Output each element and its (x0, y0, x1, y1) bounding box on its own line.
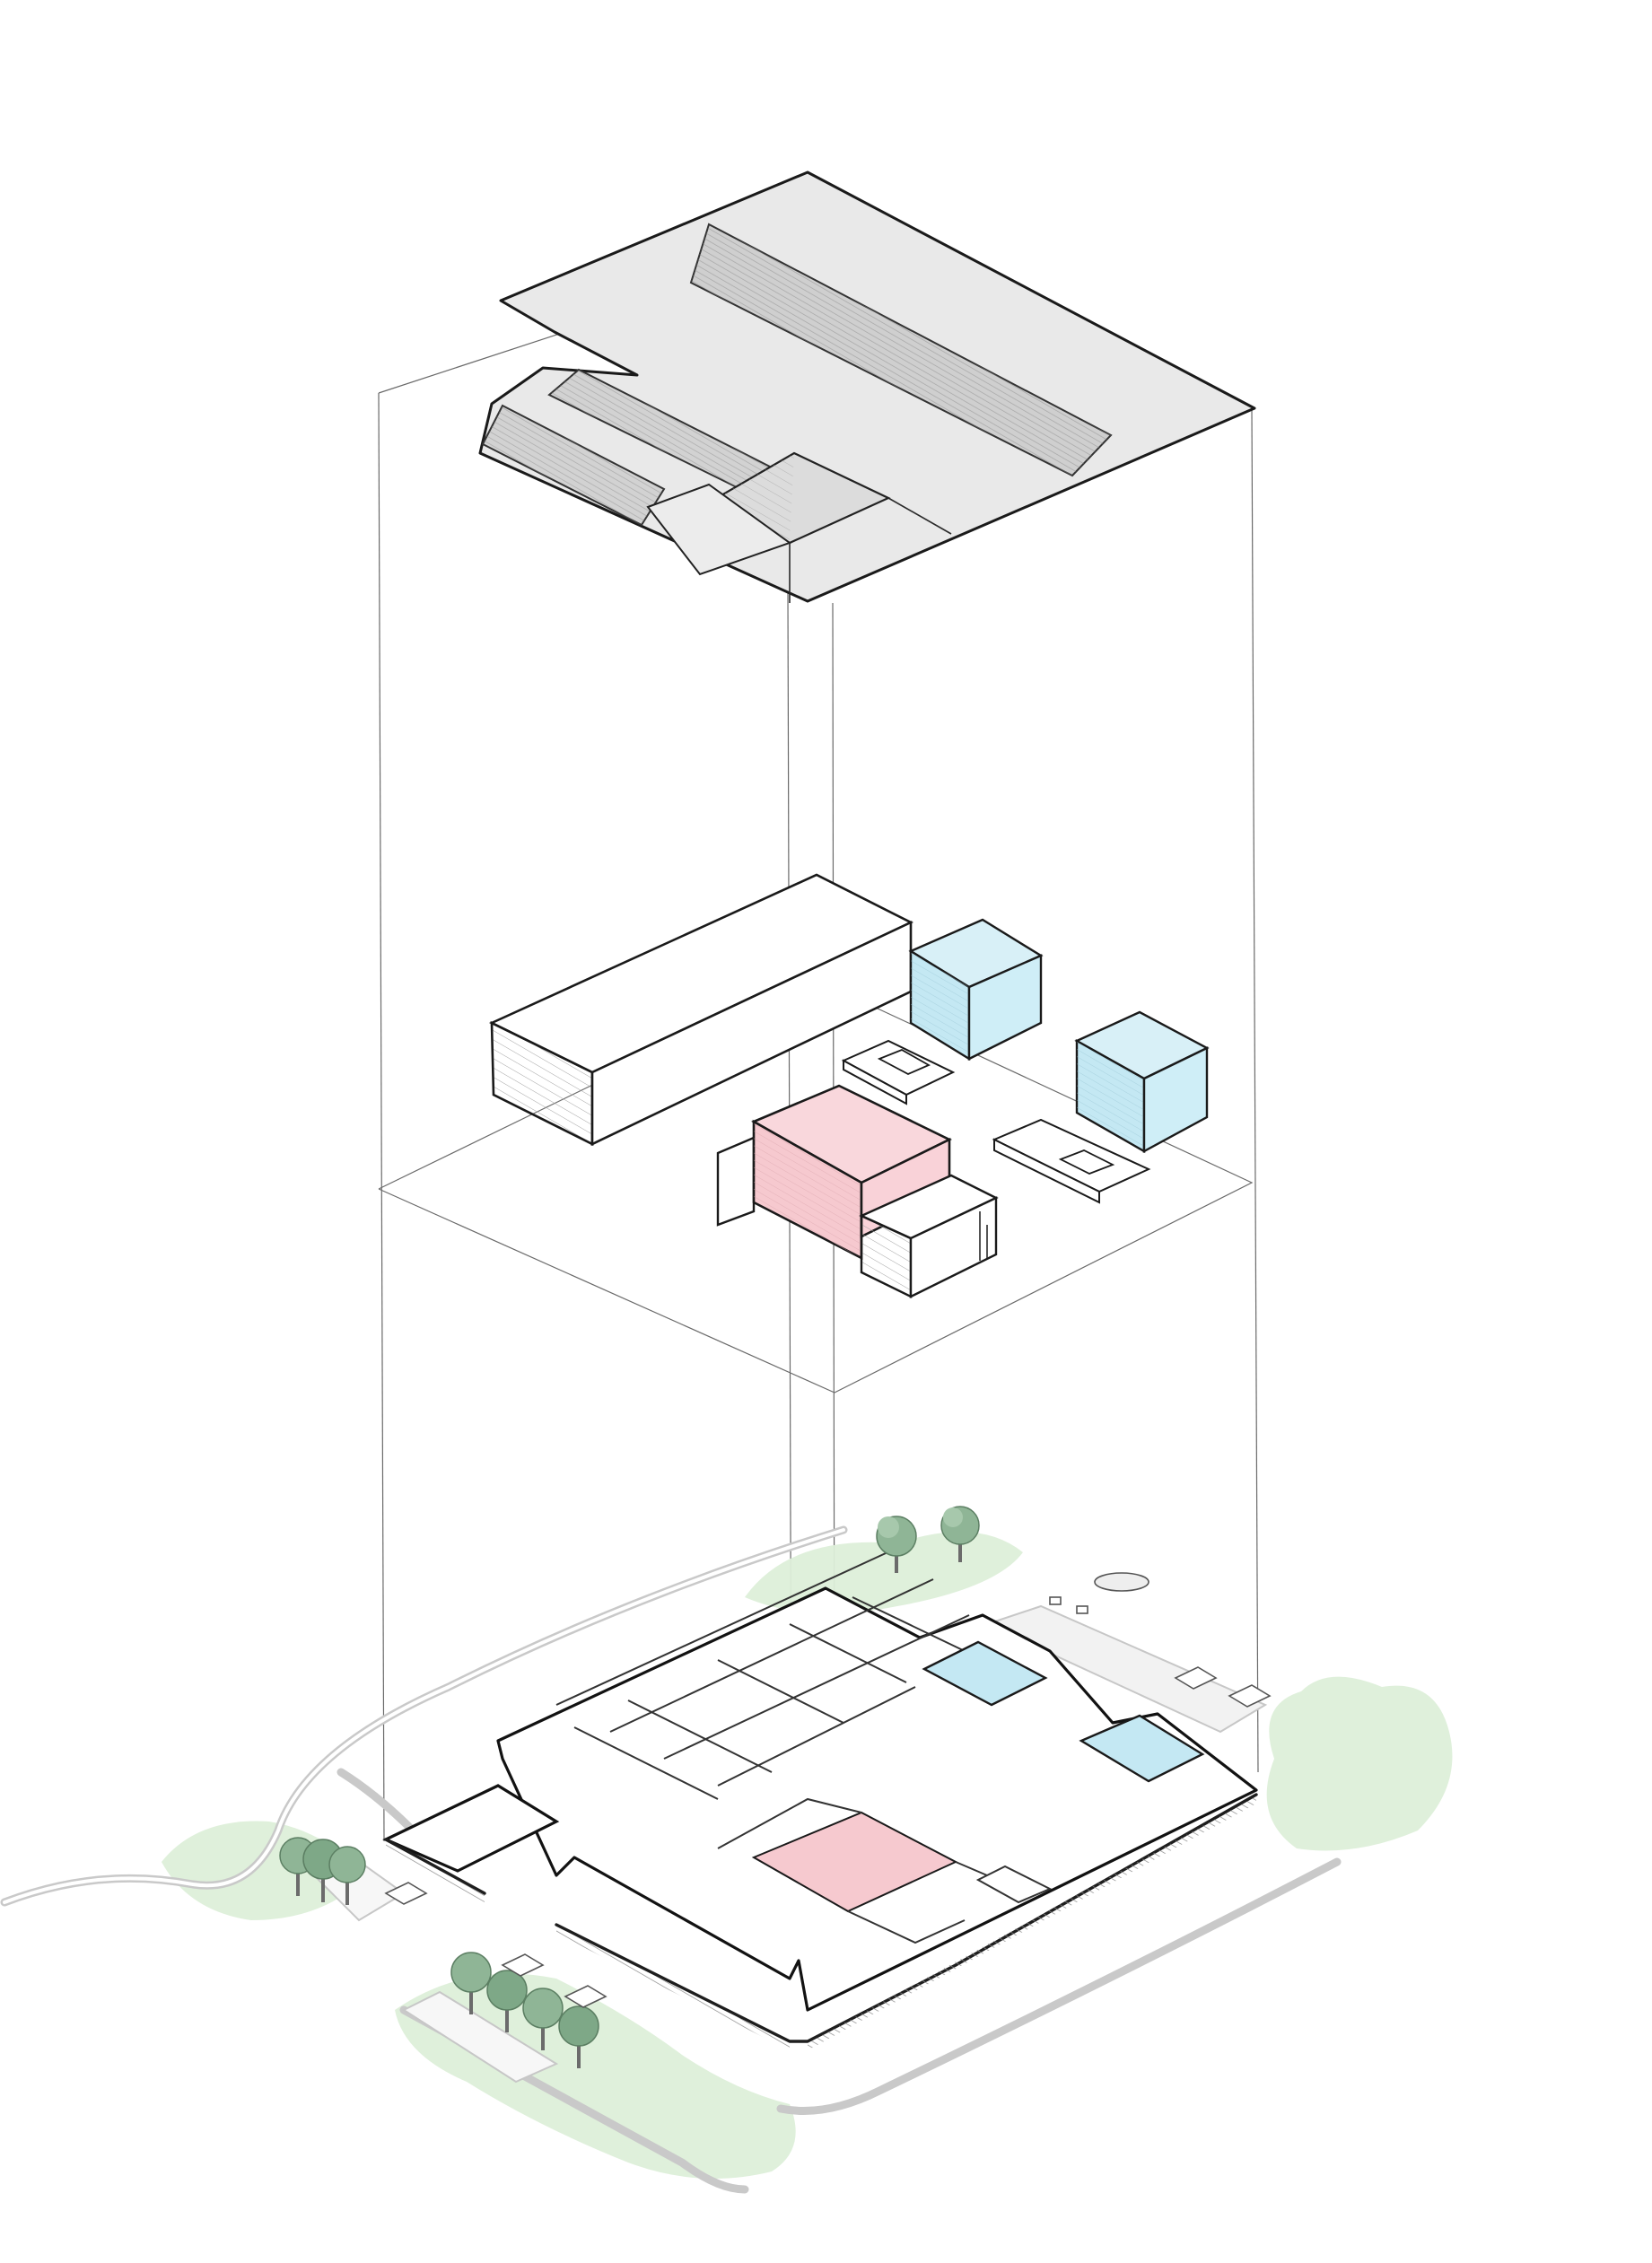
tree-icon (876, 1516, 917, 1573)
blue-cube-east (1074, 1010, 1210, 1154)
bench-icon (384, 1882, 428, 1905)
blue-pool-north (922, 1640, 1048, 1707)
bench-icon (564, 1985, 607, 2008)
tree-icon (450, 1952, 492, 2014)
roof-plate (478, 170, 1256, 603)
ground-layer (0, 1506, 1453, 2194)
car-icon (1094, 1572, 1149, 1592)
volumes-layer (488, 873, 1210, 1298)
bench-icon (1076, 1605, 1088, 1614)
room-grid (555, 1547, 970, 1800)
plinth-north (841, 1039, 956, 1105)
plaza-south (401, 1990, 559, 2084)
tree-icon (486, 1970, 528, 2032)
ground-floor-plan (382, 1547, 1258, 2050)
plinth-east (992, 1118, 1151, 1204)
blue-cube-north (908, 918, 1044, 1062)
parking-lot (984, 1604, 1268, 1734)
tree-icon (558, 2005, 599, 2068)
tree-icon (522, 1988, 564, 2050)
site-paths (0, 1525, 1342, 2194)
bench-icon (1174, 1666, 1218, 1690)
tree-icon (328, 1846, 366, 1905)
roof-layer (478, 170, 1256, 603)
site-furniture (384, 1572, 1272, 2008)
tree-icon (940, 1506, 980, 1562)
bench-icon (1228, 1684, 1272, 1708)
bench-icon (1049, 1596, 1062, 1605)
trees (279, 1506, 980, 2068)
long-bar-volume (488, 873, 913, 1147)
bench-icon (501, 1953, 545, 1977)
blue-pool-east (1079, 1714, 1205, 1783)
pink-volume (716, 1084, 999, 1298)
